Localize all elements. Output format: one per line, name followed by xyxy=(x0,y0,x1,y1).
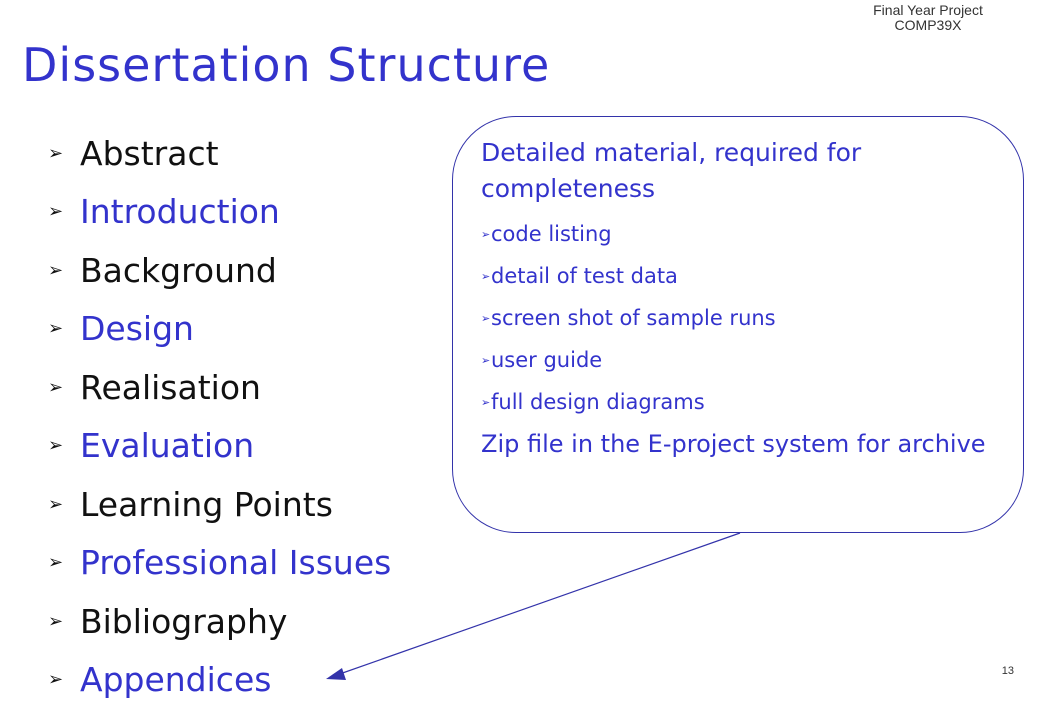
arrowhead-bullet-icon: ➢ xyxy=(481,227,491,241)
callout-list-item: ➢code listing xyxy=(481,213,1003,255)
bullet-item: ➢ Realisation xyxy=(48,358,391,417)
bullet-item: ➢ Evaluation xyxy=(48,417,391,476)
callout-footer: Zip file in the E-project system for arc… xyxy=(481,430,986,458)
callout-item-label: code listing xyxy=(491,222,612,246)
arrowhead-bullet-icon: ➢ xyxy=(48,435,64,457)
callout-list-item: ➢screen shot of sample runs xyxy=(481,297,1003,339)
header-project-label: Final Year Project xyxy=(873,2,983,18)
arrowhead-bullet-icon: ➢ xyxy=(48,259,64,281)
callout-list-item: ➢full design diagrams xyxy=(481,381,1003,423)
arrowhead-bullet-icon: ➢ xyxy=(481,395,491,409)
arrowhead-bullet-icon: ➢ xyxy=(481,353,491,367)
bullet-label: Evaluation xyxy=(80,426,255,466)
callout-item-label: full design diagrams xyxy=(491,390,705,414)
callout-item-label: detail of test data xyxy=(491,264,678,288)
bullet-label: Realisation xyxy=(80,367,261,407)
bullet-label: Learning Points xyxy=(80,484,333,524)
bullet-item: ➢ Abstract xyxy=(48,124,391,183)
callout-heading: Detailed material, required for complete… xyxy=(481,138,862,203)
arrowhead-bullet-icon: ➢ xyxy=(48,610,64,632)
bullet-item: ➢ Appendices xyxy=(48,651,391,710)
bullet-item: ➢ Learning Points xyxy=(48,475,391,534)
bullet-label: Professional Issues xyxy=(80,543,392,583)
header-course-code: COMP39X xyxy=(894,17,962,33)
bullet-item: ➢ Bibliography xyxy=(48,592,391,651)
bullet-label: Abstract xyxy=(80,133,219,173)
bullet-label: Bibliography xyxy=(80,601,288,641)
callout-item-label: screen shot of sample runs xyxy=(491,306,776,330)
bullet-label: Introduction xyxy=(80,192,280,232)
callout-list-item: ➢detail of test data xyxy=(481,255,1003,297)
arrowhead-bullet-icon: ➢ xyxy=(48,201,64,223)
arrowhead-bullet-icon: ➢ xyxy=(48,318,64,340)
callout-list-item: ➢user guide xyxy=(481,339,1003,381)
bullet-item: ➢ Introduction xyxy=(48,183,391,242)
header-course-info: Final Year Project COMP39X xyxy=(828,3,1028,33)
arrowhead-bullet-icon: ➢ xyxy=(48,552,64,574)
bullet-label: Background xyxy=(80,250,277,290)
slide-title: Dissertation Structure xyxy=(22,38,551,92)
page-number: 13 xyxy=(1001,665,1014,677)
arrowhead-bullet-icon: ➢ xyxy=(481,269,491,283)
arrowhead-bullet-icon: ➢ xyxy=(481,311,491,325)
connector-line xyxy=(333,532,741,677)
bullet-item: ➢ Background xyxy=(48,241,391,300)
bullet-item: ➢ Design xyxy=(48,300,391,359)
bullet-item: ➢ Professional Issues xyxy=(48,534,391,593)
arrowhead-bullet-icon: ➢ xyxy=(48,493,64,515)
callout-content: Detailed material, required for complete… xyxy=(481,135,1003,461)
bullet-label: Design xyxy=(80,309,194,349)
callout-item-label: user guide xyxy=(491,348,603,372)
appendices-callout: Detailed material, required for complete… xyxy=(452,116,1024,533)
arrowhead-bullet-icon: ➢ xyxy=(48,376,64,398)
arrowhead-bullet-icon: ➢ xyxy=(48,142,64,164)
arrowhead-bullet-icon: ➢ xyxy=(48,669,64,691)
bullet-label: Appendices xyxy=(80,660,272,700)
structure-bullet-list: ➢ Abstract ➢ Introduction ➢ Background ➢ Design… xyxy=(48,124,391,709)
callout-item-list: ➢code listing➢detail of test data➢screen… xyxy=(481,213,1003,423)
